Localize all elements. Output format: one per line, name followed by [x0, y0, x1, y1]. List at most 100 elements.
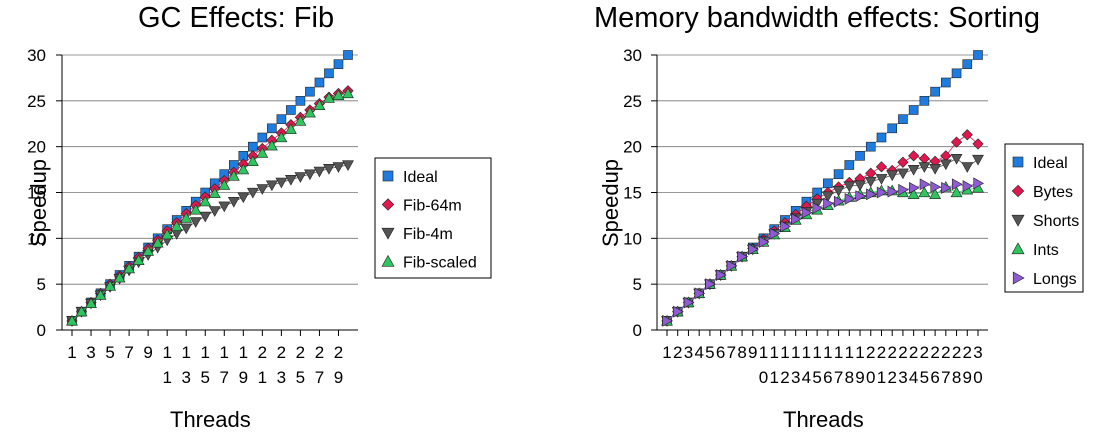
chart-1-point-ideal — [267, 123, 277, 134]
chart-2-x-tick-label: 1 — [662, 343, 671, 362]
chart-1-point-fib-scaled — [142, 245, 155, 256]
chart-2-point-ideal — [844, 160, 855, 170]
chart-1-legend-marker-ideal — [382, 170, 394, 182]
chart-2-point-shorts — [939, 159, 952, 171]
chart-1-legend-marker-fib-64m — [381, 198, 395, 211]
chart-1-x-tick-label: 7 — [124, 343, 133, 362]
chart-2-point-longs — [823, 197, 834, 210]
chart-2-point-shorts — [972, 154, 984, 166]
chart-1-x-tick-label: 3 — [181, 368, 190, 387]
chart-2-x-tick-label: 7 — [727, 343, 736, 362]
chart-1-y-tick-label: 30 — [27, 46, 46, 65]
chart-1-point-fib-scaled — [66, 314, 78, 326]
chart-2-x-tick-label: 3 — [684, 343, 693, 362]
chart-2-point-longs — [941, 182, 952, 194]
chart-2-point-longs — [898, 183, 909, 196]
chart-2-point-longs — [844, 193, 856, 205]
chart-2-x-tick-label: 5 — [812, 368, 821, 387]
chart-2-point-ideal — [887, 123, 898, 134]
chart-2-x-tick-label: 8 — [737, 343, 746, 362]
chart-2-x-tick-label: 6 — [823, 368, 832, 387]
chart-1-y-tick-label: 10 — [27, 229, 46, 248]
chart-2-x-tick-label: 2 — [941, 343, 950, 362]
chart-2-point-shorts — [897, 168, 909, 180]
chart-2-x-tick-label: 1 — [791, 343, 800, 362]
chart-1-x-tick-label: 1 — [258, 368, 267, 387]
chart-1-point-ideal — [248, 141, 258, 152]
chart-2-series-line-longs — [666, 182, 979, 322]
chart-2-point-longs — [887, 185, 899, 198]
chart-2-point-longs — [758, 236, 770, 248]
chart-2-point-shorts — [961, 162, 974, 173]
chart-2-legend-label-ints: Ints — [1033, 242, 1059, 259]
chart-1-legend-label-fib-scaled: Fib-scaled — [403, 255, 477, 272]
chart-1-y-tick-label: 5 — [37, 275, 46, 294]
chart-1-y-tick-label: 25 — [27, 92, 46, 111]
chart-1-x-tick-label: 5 — [105, 343, 114, 362]
chart-2-point-longs — [780, 220, 791, 233]
chart-1-point-fib-scaled — [256, 147, 269, 158]
chart-1-point-fib-scaled — [237, 163, 250, 175]
chart-1-point-fib-scaled — [170, 220, 183, 232]
chart-2-point-longs — [855, 190, 867, 203]
chart-2-point-ints — [907, 188, 920, 199]
chart-1-y-tick-label: 15 — [27, 184, 46, 203]
chart-2-point-bytes — [897, 156, 909, 168]
chart-1-point-fib-4m — [246, 187, 259, 199]
chart-2-x-tick-label: 1 — [780, 343, 789, 362]
chart-2-x-tick-label: 1 — [855, 343, 864, 362]
chart-1-point-fib-scaled — [284, 123, 297, 134]
chart-2-x-tick-label: 2 — [887, 368, 896, 387]
chart-2-x-tick-label: 1 — [877, 368, 886, 387]
chart-1-point-ideal — [305, 86, 315, 97]
chart-2-legend-marker-longs — [1012, 271, 1025, 285]
chart-2-x-tick-label: 1 — [802, 343, 811, 362]
chart-1-x-tick-label: 1 — [67, 343, 76, 362]
chart-1-x-tick-label: 7 — [220, 368, 229, 387]
chart-2-x-tick-label: 3 — [791, 368, 800, 387]
chart-1-x-tick-label: 2 — [296, 343, 305, 362]
chart-1-point-fib-4m — [199, 211, 212, 223]
chart-2-x-tick-label: 5 — [920, 368, 929, 387]
chart-1-x-tick-label: 1 — [162, 368, 171, 387]
chart-2-x-tick-label: 1 — [834, 343, 843, 362]
chart-2-x-tick-label: 2 — [898, 343, 907, 362]
chart-1-point-ideal — [286, 105, 296, 115]
chart-2-x-tick-label: 1 — [845, 343, 854, 362]
chart-1-y-tick-label: 20 — [27, 138, 46, 157]
chart-1-legend-box — [374, 157, 492, 279]
chart-2-legend-marker-ints — [1011, 242, 1025, 255]
chart-2-x-tick-label: 9 — [963, 368, 972, 387]
chart-2-point-ideal — [898, 114, 908, 124]
chart-2-point-ideal — [823, 178, 833, 189]
chart-2-point-shorts — [821, 191, 834, 203]
chart-1-point-ideal — [257, 132, 268, 143]
chart-2-y-tick-label: 25 — [623, 92, 642, 111]
chart-1-point-fib-4m — [304, 169, 316, 181]
chart-1-x-tick-label: 1 — [181, 343, 190, 362]
chart-2-y-tick-label: 30 — [623, 46, 642, 65]
chart-2-x-tick-label: 0 — [866, 368, 875, 387]
chart-2-y-tick-label: 0 — [633, 321, 642, 340]
chart-2-x-tick-label: 1 — [823, 343, 832, 362]
chart-2-point-ideal — [919, 96, 930, 106]
chart-1-point-fib-scaled — [208, 187, 221, 199]
chart-1-point-fib-scaled — [313, 99, 326, 111]
chart-1-point-fib-4m — [332, 162, 345, 173]
chart-1-point-fib-4m — [218, 201, 231, 213]
chart-2-x-tick-label: 2 — [920, 343, 929, 362]
chart-2-point-ideal — [973, 50, 983, 60]
chart-1-point-fib-scaled — [151, 236, 164, 248]
chart-2-x-tick-label: 1 — [770, 343, 779, 362]
chart-2-point-longs — [683, 296, 695, 309]
chart-1-x-tick-label: 9 — [239, 368, 248, 387]
chart-1-legend-marker-fib-scaled — [381, 254, 395, 267]
chart-2-point-ints — [918, 186, 931, 198]
chart-2-point-ideal — [855, 151, 865, 161]
chart-1-point-fib-scaled — [275, 131, 288, 143]
chart-2-point-bytes — [865, 167, 877, 179]
chart-1-point-fib-4m — [313, 166, 326, 178]
chart-1-point-ideal — [276, 114, 287, 124]
chart-2-x-tick-label: 7 — [834, 368, 843, 387]
chart-2-point-bytes — [918, 152, 930, 165]
